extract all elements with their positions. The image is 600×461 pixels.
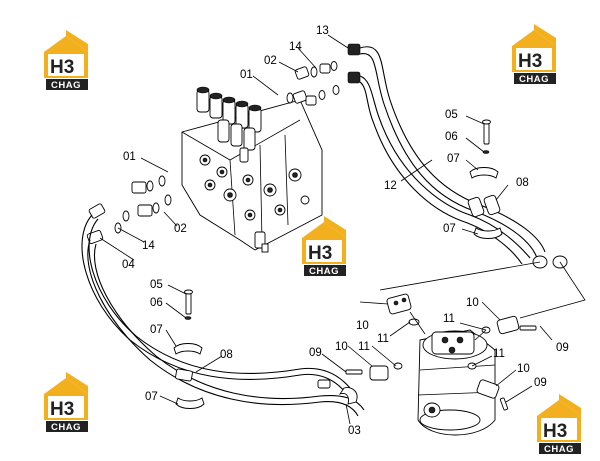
label-12: 12: [384, 180, 397, 192]
label-10-a: 10: [466, 297, 479, 309]
label-11-c: 11: [358, 341, 370, 353]
label-06-right: 06: [445, 131, 458, 143]
leader-lines: [99, 34, 553, 425]
logo-mark: H3: [50, 399, 74, 420]
logo-caption: CHAG: [544, 444, 574, 455]
logo-caption: CHAG: [51, 422, 81, 433]
label-11-b: 11: [377, 333, 389, 345]
hose-12: [347, 43, 568, 269]
label-09-c: 09: [534, 377, 547, 389]
label-09-a: 09: [556, 342, 569, 354]
label-13: 13: [316, 25, 329, 37]
label-07-mid: 07: [443, 223, 456, 235]
label-14-top: 14: [289, 41, 302, 53]
label-08-left: 08: [220, 349, 233, 361]
logo-top-left: H3 CHAG: [44, 30, 88, 91]
logo-center: H3 CHAG: [302, 216, 346, 277]
label-05-right: 05: [445, 109, 458, 121]
logo-mark: H3: [518, 51, 542, 72]
label-06-left: 06: [150, 297, 163, 309]
connection-lines: [379, 261, 586, 341]
logo-mark: H3: [50, 57, 74, 78]
logo-mark: H3: [308, 243, 332, 264]
label-07-left: 07: [150, 324, 163, 336]
logo-top-right: H3 CHAG: [512, 24, 556, 85]
fittings-lower-left: [114, 175, 172, 234]
label-11-d: 11: [493, 348, 505, 360]
logo-caption: CHAG: [309, 266, 339, 277]
control-valve-block: [181, 86, 323, 253]
label-07-right: 07: [447, 153, 460, 165]
logo-mark: H3: [543, 421, 567, 442]
label-03: 03: [348, 425, 361, 437]
logo-bottom-left: H3 CHAG: [44, 372, 88, 433]
label-08-right: 08: [516, 177, 529, 189]
hose-03-04: [81, 203, 365, 417]
port-fittings: [345, 293, 537, 411]
fittings-upper: [286, 61, 340, 106]
label-09-b: 09: [309, 347, 322, 359]
label-14-left: 14: [142, 240, 155, 252]
spool-caps: [196, 86, 262, 151]
label-11-a: 11: [443, 313, 455, 325]
label-07-bottom: 07: [145, 391, 158, 403]
logo-caption: CHAG: [519, 74, 549, 85]
label-01-top: 01: [240, 69, 253, 81]
label-01-left: 01: [123, 151, 136, 163]
label-02-left: 02: [174, 223, 187, 235]
label-10-c: 10: [335, 341, 348, 353]
label-10-b: 10: [356, 320, 369, 332]
clamp-assembly-left: [173, 289, 205, 409]
label-02-top: 02: [264, 55, 277, 67]
label-10-d: 10: [517, 363, 530, 375]
label-04: 04: [122, 259, 135, 271]
clamp-assembly-right: [469, 119, 503, 239]
part-labels: 13 14 02 01 05 06 07 12 08 01 02 07 14 0…: [122, 25, 569, 437]
logo-caption: CHAG: [51, 80, 81, 91]
label-05-left: 05: [150, 279, 163, 291]
logo-bottom-right: H3 CHAG: [537, 394, 581, 455]
